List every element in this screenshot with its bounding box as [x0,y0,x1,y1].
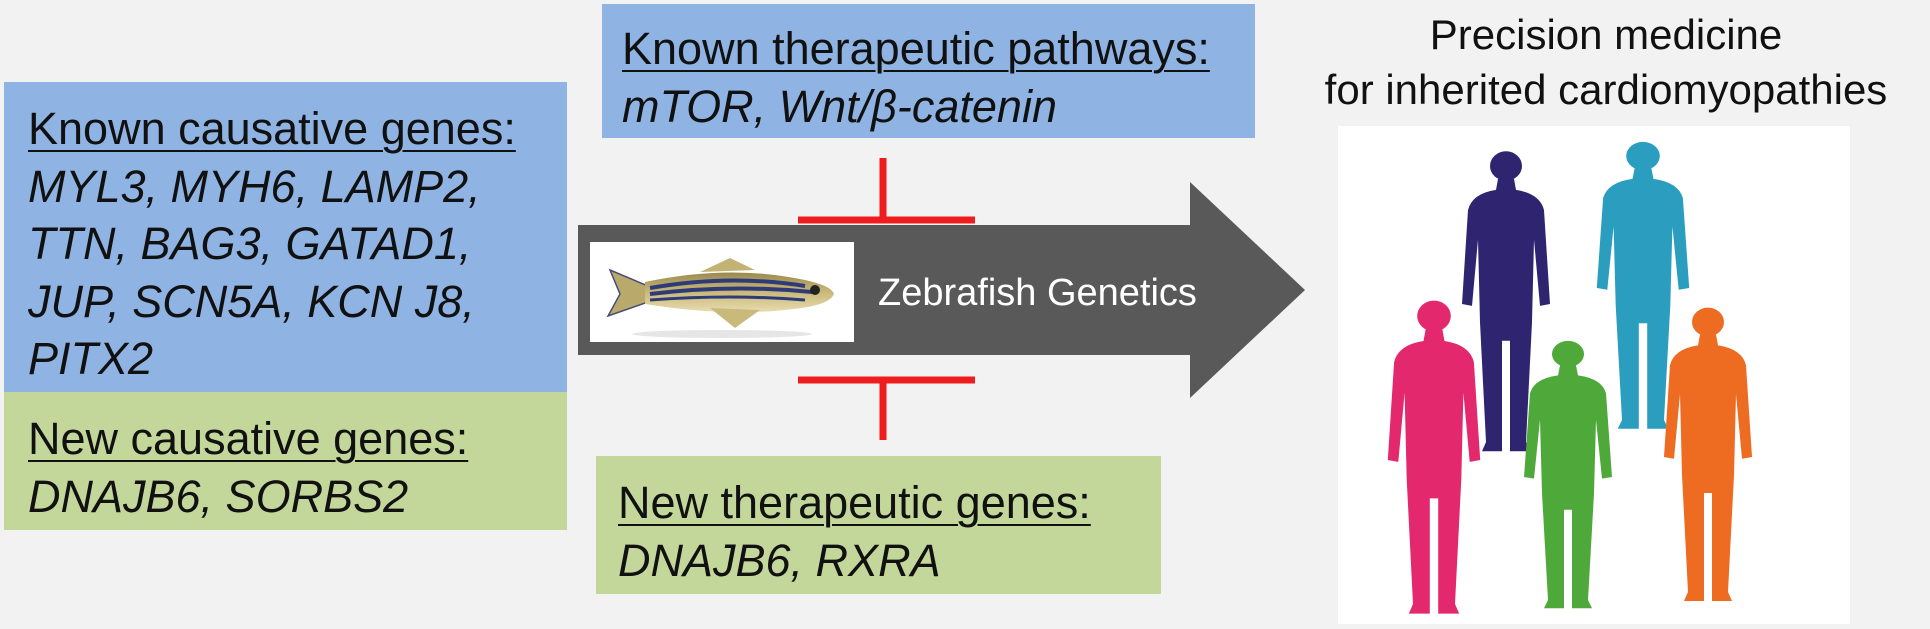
arrow-label: Zebrafish Genetics [878,272,1197,314]
known-causative-line: MYL3, MYH6, LAMP2, [28,160,481,212]
new-therapeutic-line: DNAJB6, RXRA [618,534,941,586]
known-causative-genes-box: Known causative genes: MYL3, MYH6, LAMP2… [4,82,567,392]
known-causative-line: TTN, BAG3, GATAD1, [28,218,472,270]
new-therapeutic-heading: New therapeutic genes: [618,477,1091,528]
known-therapeutic-pathways-box: Known therapeutic pathways: mTOR, Wnt/β-… [602,4,1255,138]
known-causative-line: JUP, SCN5A, KCN J8, [28,275,475,327]
people-silhouettes-image [1338,126,1850,624]
person-silhouette [1524,340,1612,609]
person-silhouette [1387,300,1481,614]
person-silhouette [1664,307,1752,601]
known-pathways-line: mTOR, Wnt/β-catenin [622,80,1057,132]
precision-title-line: Precision medicine [1429,11,1783,58]
precision-medicine-title: Precision medicine for inherited cardiom… [1280,8,1930,117]
known-causative-heading: Known causative genes: [28,103,516,154]
known-causative-line: PITX2 [28,333,154,385]
new-therapeutic-genes-box: New therapeutic genes: DNAJB6, RXRA [596,456,1161,594]
new-causative-heading: New causative genes: [28,413,469,464]
precision-title-line: for inherited cardiomyopathies [1324,65,1888,113]
known-pathways-heading: Known therapeutic pathways: [622,23,1210,74]
top-inhibitor-mark [798,158,975,224]
new-causative-genes-box: New causative genes: DNAJB6, SORBS2 [4,392,567,530]
arrow-shape [578,182,1305,398]
zebrafish-image [590,242,854,342]
new-causative-line: DNAJB6, SORBS2 [28,470,409,522]
bottom-inhibitor-mark [798,376,975,440]
